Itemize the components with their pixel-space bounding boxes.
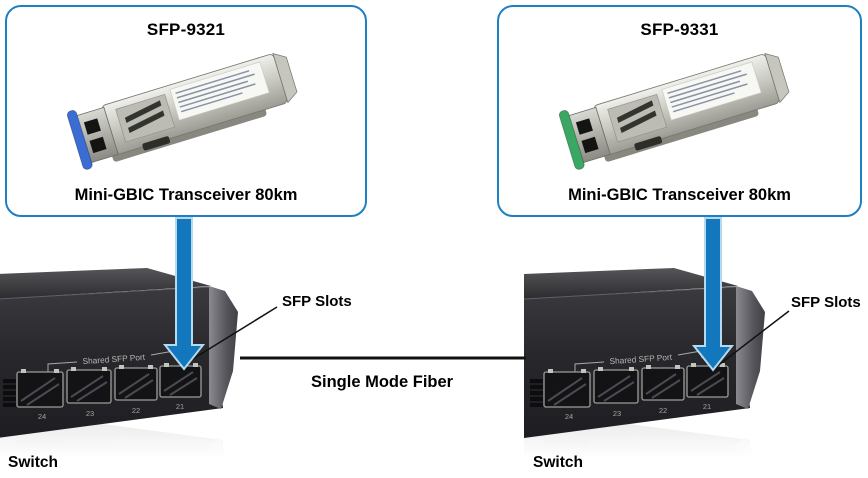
switch-image-left: Shared SFP Port 24 23 <box>0 268 247 458</box>
transceiver-panel-right: SFP-9331 Mini-GBIC Transceiver 80 <box>497 5 862 217</box>
switch-edge-highlight <box>0 286 210 300</box>
switch-top-face <box>524 268 738 299</box>
sfp-slots-label-right: SFP Slots <box>791 294 861 311</box>
lc-port-hole <box>581 136 599 154</box>
transceiver-label <box>169 61 270 121</box>
bale-clasp <box>66 110 93 170</box>
port-connector-comb <box>3 379 16 407</box>
switch-edge-highlight <box>524 286 737 300</box>
lc-port-hole <box>89 136 107 154</box>
transceiver-rear-bevel <box>764 52 790 104</box>
port-number: 23 <box>613 409 621 418</box>
single-mode-fiber-label: Single Mode Fiber <box>311 373 454 391</box>
panel-title: SFP-9321 <box>146 20 226 39</box>
transceiver-slot <box>620 110 657 134</box>
bale-clasp <box>558 110 585 170</box>
panel-caption: Mini-GBIC Transceiver 80km <box>74 186 298 204</box>
transceiver-rear-bevel <box>272 52 298 104</box>
sfp-slots-pointer-line-left <box>182 306 278 366</box>
switch-end-cap <box>736 286 765 409</box>
port-number: 22 <box>659 406 667 415</box>
sfp-cage-24 <box>543 369 591 408</box>
lc-port-hole <box>575 118 593 135</box>
port-number: 24 <box>565 412 573 421</box>
transceiver-panel-left: SFP-9321 Mini-GBIC Transceiver 80 <box>5 5 367 217</box>
sfp-cage-23 <box>66 367 112 404</box>
port-connector-comb <box>530 379 543 407</box>
sfp-transceiver-image-right <box>558 52 790 170</box>
port-number: 23 <box>86 409 94 418</box>
sfp-transceiver-image-left <box>66 52 298 170</box>
switch-image-right: Shared SFP Port 24 23 <box>524 268 774 458</box>
transceiver-label <box>661 61 762 121</box>
shared-sfp-port-label: Shared SFP Port <box>82 352 146 366</box>
panel-title: SFP-9331 <box>640 20 719 39</box>
sfp-cage-23 <box>593 367 639 404</box>
panel-caption: Mini-GBIC Transceiver 80km <box>568 186 791 204</box>
transceiver-slot <box>128 110 165 134</box>
insert-arrow-right <box>691 217 735 372</box>
port-number: 22 <box>132 406 140 415</box>
switch-top-face <box>0 268 211 299</box>
lc-port-hole <box>83 118 101 135</box>
transceiver-bottom-notch <box>634 136 663 151</box>
shared-sfp-port-label: Shared SFP Port <box>609 352 673 366</box>
port-number: 21 <box>703 402 711 411</box>
port-number: 21 <box>176 402 184 411</box>
bracket-left <box>47 361 78 373</box>
transceiver-bottom-notch <box>142 136 171 151</box>
sfp-slots-label-left: SFP Slots <box>282 293 352 310</box>
transceiver-slot <box>616 100 654 123</box>
sfp-cage-22 <box>641 365 685 401</box>
bracket-left <box>574 361 605 373</box>
sfp-slots-pointer-line-right <box>715 310 790 368</box>
transceiver-slot <box>124 100 162 123</box>
insert-arrow-left <box>162 217 206 371</box>
switch-end-cap <box>209 286 238 409</box>
port-number: 24 <box>38 412 46 421</box>
sfp-cage-24 <box>16 369 64 408</box>
switch-label-left: Switch <box>8 454 58 471</box>
sfp-cage-22 <box>114 365 158 401</box>
switch-label-right: Switch <box>533 454 583 471</box>
sfp-cage-21 <box>686 363 729 398</box>
